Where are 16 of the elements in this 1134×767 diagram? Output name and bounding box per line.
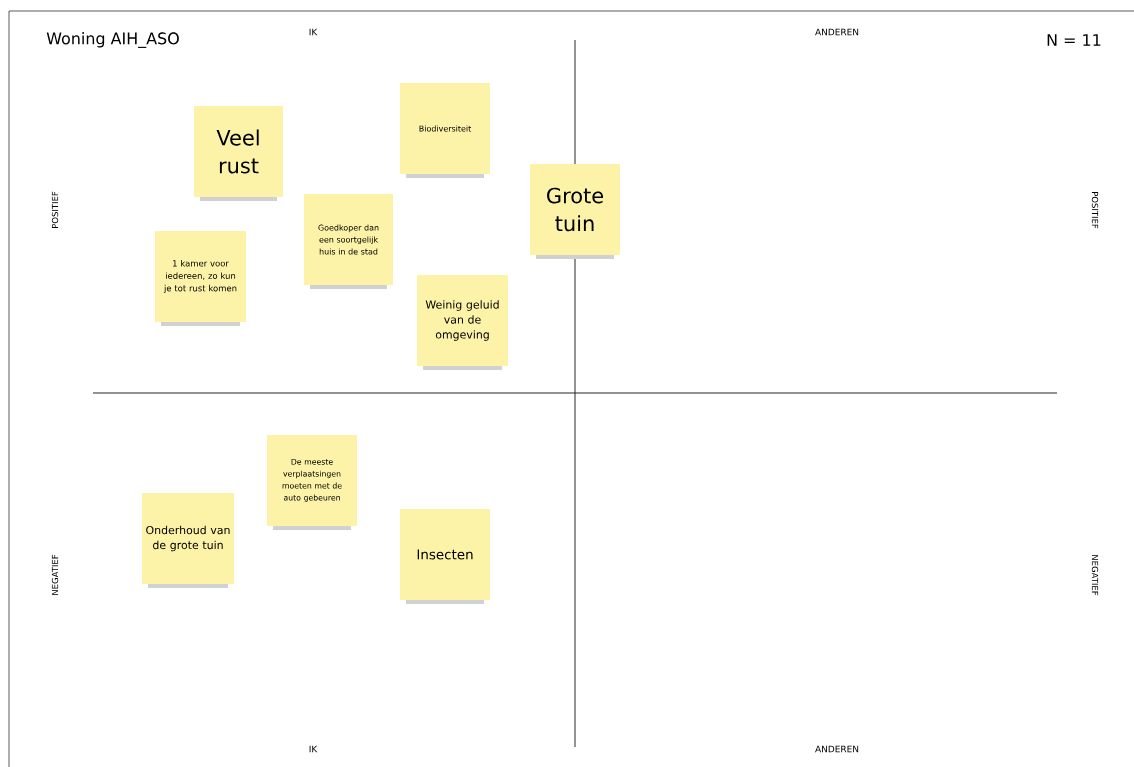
- axis-label: POSITIEF: [51, 191, 59, 228]
- sticky-note: Weinig geluid van de omgeving: [417, 275, 508, 370]
- axis-label: ANDEREN: [815, 28, 859, 36]
- sticky-note: Veel rust: [194, 106, 283, 201]
- diagram-title: Woning AIH_ASO: [46, 32, 179, 48]
- axis-label: ANDEREN: [815, 745, 859, 753]
- axis-label: IK: [309, 28, 318, 36]
- axis-label: NEGATIEF: [51, 554, 59, 595]
- axis-label: NEGATIEF: [1091, 555, 1099, 596]
- count-label: N = 11: [1047, 34, 1101, 46]
- sticky-note: Grote tuin: [530, 164, 620, 259]
- sticky-note: Onderhoud van de grote tuin: [142, 493, 234, 588]
- axis-label: IK: [309, 745, 318, 753]
- sticky-note: 1 kamer voor iedereen, zo kun je tot rust komen: [155, 231, 246, 326]
- sticky-note: Insecten: [400, 509, 490, 604]
- axis-label: POSITIEF: [1091, 192, 1099, 229]
